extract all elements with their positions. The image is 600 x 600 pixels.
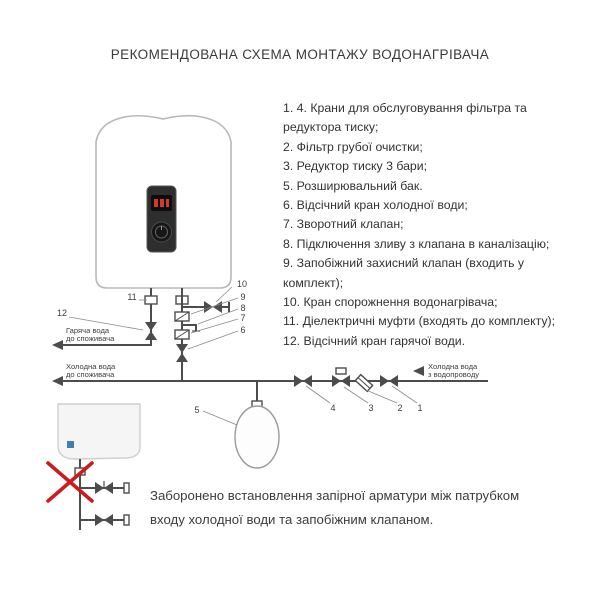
warning-line-1: Заборонено встановлення запірної арматур… [150, 488, 520, 503]
cold-supply-arrow-left-icon [413, 366, 424, 376]
legend-item: 1. 4. Крани для обслуговування фільтра т… [283, 101, 527, 135]
control-knob-icon [151, 221, 172, 243]
temperature-display-icon [151, 195, 172, 211]
callout-5: 5 [194, 405, 199, 415]
forbidden-example [46, 403, 141, 530]
callout-10: 10 [237, 279, 247, 289]
drain-valve-icon [204, 301, 222, 313]
callout-7: 7 [240, 313, 245, 323]
cold-consumer-arrow-left-icon [52, 376, 63, 386]
indicator-light-icon [67, 441, 74, 448]
warning-text: Заборонено встановлення запірної арматур… [150, 484, 550, 532]
flow-labels: Гаряча вода до споживача Холодна вода до… [66, 326, 479, 379]
legend-item: 8. Підключення зливу з клапана в каналіз… [283, 236, 550, 251]
callout-2: 2 [397, 403, 402, 413]
hot-water-arrow-left-icon [52, 340, 63, 350]
cold-out-label-2: до споживача [66, 370, 115, 379]
legend-item: 7. Зворотний клапан; [283, 217, 404, 232]
check-valve-icon [174, 329, 190, 340]
callout-8: 8 [240, 303, 245, 313]
legend-item: 5. Розширювальний бак. [283, 178, 423, 193]
legend-item: 9. Запобіжний захисний клапан (входить у… [283, 256, 525, 290]
legend-item: 10. Кран спорожнення водонагрівача; [283, 295, 498, 310]
callout-leader-lines [68, 286, 418, 426]
expansion-tank [234, 381, 280, 469]
page-title: РЕКОМЕНДОВАНА СХЕМА МОНТАЖУ ВОДОНАГРІВАЧ… [110, 47, 490, 62]
cold-out-label-1: Холодна вода [66, 362, 116, 371]
service-valve-left-icon [294, 375, 312, 387]
hot-water-pipe [52, 288, 152, 350]
legend: 1. 4. Крани для обслуговування фільтра т… [283, 99, 577, 351]
callout-9: 9 [240, 292, 245, 302]
water-heater [95, 115, 232, 289]
filter-icon [354, 373, 374, 393]
heater-control-panel [146, 185, 177, 253]
legend-item: 11. Діелектричні муфти (входять до компл… [283, 314, 556, 329]
callout-6: 6 [240, 325, 245, 335]
callout-1: 1 [417, 403, 422, 413]
callout-3: 3 [368, 403, 373, 413]
main-cold-pipe [52, 366, 488, 386]
legend-item: 6. Відсічний кран холодної води; [283, 198, 468, 213]
hot-out-label-2: до споживача [66, 334, 115, 343]
red-x-icon [46, 461, 94, 503]
legend-item: 3. Редуктор тиску 3 бари; [283, 159, 428, 174]
callout-12: 12 [57, 308, 67, 318]
hot-out-label-1: Гаряча вода [66, 326, 110, 335]
cold-shutoff-valve-icon [176, 344, 188, 362]
safety-valve-icon [174, 311, 190, 322]
hot-shutoff-valve-icon [145, 322, 157, 340]
callout-4: 4 [330, 403, 335, 413]
callout-11: 11 [127, 292, 136, 302]
warning-line-2: входу холодної води та запобіжним клапан… [150, 512, 434, 527]
legend-item: 12. Відсічний кран гарячої води. [283, 333, 466, 348]
forbidden-valve-top-icon [95, 481, 113, 494]
pressure-reducer-icon [332, 367, 350, 387]
legend-item: 2. Фільтр грубої очистки; [283, 139, 423, 154]
service-valve-right-icon [380, 375, 398, 387]
forbidden-valve-bottom-icon [95, 514, 113, 526]
callout-numbers: 12 11 10 9 8 7 6 5 4 3 2 1 [57, 279, 423, 415]
cold-in-label-1: Холодна вода [428, 362, 478, 371]
cold-in-label-2: з водопроводу [428, 370, 479, 379]
